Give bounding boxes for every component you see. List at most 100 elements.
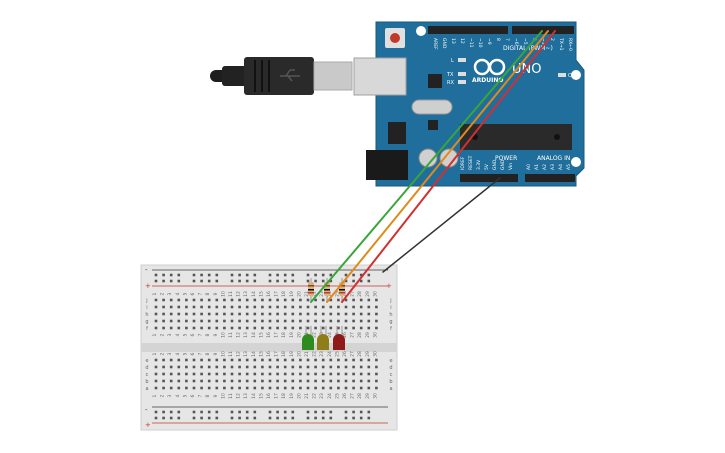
breadboard-hole (291, 416, 295, 420)
wires[interactable] (310, 30, 556, 303)
column-number: 5 (182, 292, 188, 295)
usb-cable[interactable] (210, 57, 353, 95)
breadboard-hole (314, 298, 317, 302)
row-letter: h (389, 312, 392, 318)
breadboard-hole (299, 319, 302, 323)
breadboard-hole (261, 365, 264, 369)
red-wire[interactable] (341, 30, 556, 303)
column-number: 12 (236, 351, 242, 357)
breadboard-hole (215, 358, 219, 362)
breadboard-hole (238, 379, 241, 383)
red-led[interactable] (333, 326, 345, 350)
breadboard-hole (215, 379, 219, 383)
breadboard-hole (283, 372, 287, 376)
breadboard-hole (321, 326, 325, 330)
column-number: 28 (357, 291, 363, 297)
breadboard-hole (329, 312, 333, 316)
breadboard-hole (215, 279, 219, 283)
black-wire[interactable] (382, 177, 501, 273)
column-number: 17 (274, 351, 280, 357)
row-letter: a (389, 386, 392, 392)
breadboard-hole (230, 326, 234, 330)
breadboard-hole (283, 279, 287, 283)
breadboard-hole (207, 379, 211, 383)
breadboard-hole (215, 319, 219, 323)
breadboard-hole (223, 326, 226, 330)
breadboard-hole (192, 365, 196, 369)
breadboard-hole (200, 279, 203, 283)
digital-pin-label: GND (441, 38, 447, 49)
column-number: 5 (182, 333, 188, 336)
breadboard-hole (283, 298, 287, 302)
breadboard-hole (367, 372, 371, 376)
column-number: 30 (372, 393, 378, 399)
led-l-label: L (451, 58, 454, 64)
column-number: 1 (152, 333, 158, 336)
breadboard-hole (314, 326, 317, 330)
column-number: 17 (274, 393, 280, 399)
breadboard-hole (306, 312, 310, 316)
digital-pin-label: TX→1 (558, 37, 564, 51)
breadboard-hole (200, 386, 203, 390)
leds[interactable] (302, 326, 345, 350)
breadboard-hole (154, 319, 158, 323)
column-number: 21 (304, 291, 310, 297)
breadboard-hole (359, 410, 363, 414)
column-number: 7 (198, 352, 204, 355)
breadboard-hole (344, 365, 348, 369)
breadboard-hole (169, 410, 173, 414)
breadboard-hole (314, 319, 317, 323)
breadboard-hole (162, 416, 165, 420)
breadboard-hole (192, 305, 196, 309)
breadboard-hole (253, 358, 257, 362)
breadboard-hole (283, 358, 287, 362)
rail-minus-label: - (145, 266, 148, 274)
breadboard-hole (367, 326, 371, 330)
breadboard-hole (200, 410, 203, 414)
orange-wire[interactable] (326, 30, 549, 303)
column-number: 9 (213, 352, 219, 355)
breadboard-hole (291, 386, 295, 390)
breadboard-hole (177, 416, 181, 420)
breadboard-hole (238, 326, 241, 330)
column-number: 3 (167, 333, 173, 336)
voltage-regulator (388, 122, 406, 144)
breadboard-hole (321, 279, 325, 283)
breadboard-hole (276, 326, 279, 330)
breadboard-hole (367, 365, 371, 369)
breadboard-hole (329, 358, 333, 362)
breadboard-hole (238, 273, 241, 277)
column-number: 15 (258, 332, 264, 338)
breadboard-hole (238, 298, 241, 302)
column-number: 14 (251, 332, 257, 338)
breadboard-hole (207, 305, 211, 309)
row-letter: f (146, 326, 148, 332)
resistor-1[interactable] (308, 278, 314, 302)
breadboard-hole (200, 298, 203, 302)
breadboard-hole (337, 312, 340, 316)
column-number: 16 (266, 332, 272, 338)
breadboard-hole (344, 379, 348, 383)
breadboard-hole (344, 319, 348, 323)
breadboard-hole (230, 410, 234, 414)
breadboard-hole (283, 416, 287, 420)
breadboard-hole (154, 379, 158, 383)
green-wire[interactable] (310, 30, 543, 303)
digital-header-right (512, 26, 574, 34)
breadboard-hole (154, 386, 158, 390)
green-led[interactable] (302, 326, 314, 350)
breadboard-hole (238, 365, 241, 369)
breadboard-hole (321, 312, 325, 316)
breadboard-hole (375, 372, 378, 376)
breadboard-hole (321, 416, 325, 420)
breadboard-hole (215, 410, 219, 414)
breadboard-hole (276, 386, 279, 390)
breadboard-hole (223, 298, 226, 302)
breadboard-hole (185, 312, 188, 316)
yellow-led[interactable] (317, 326, 329, 350)
column-number: 6 (190, 394, 196, 397)
breadboard-hole (306, 305, 310, 309)
